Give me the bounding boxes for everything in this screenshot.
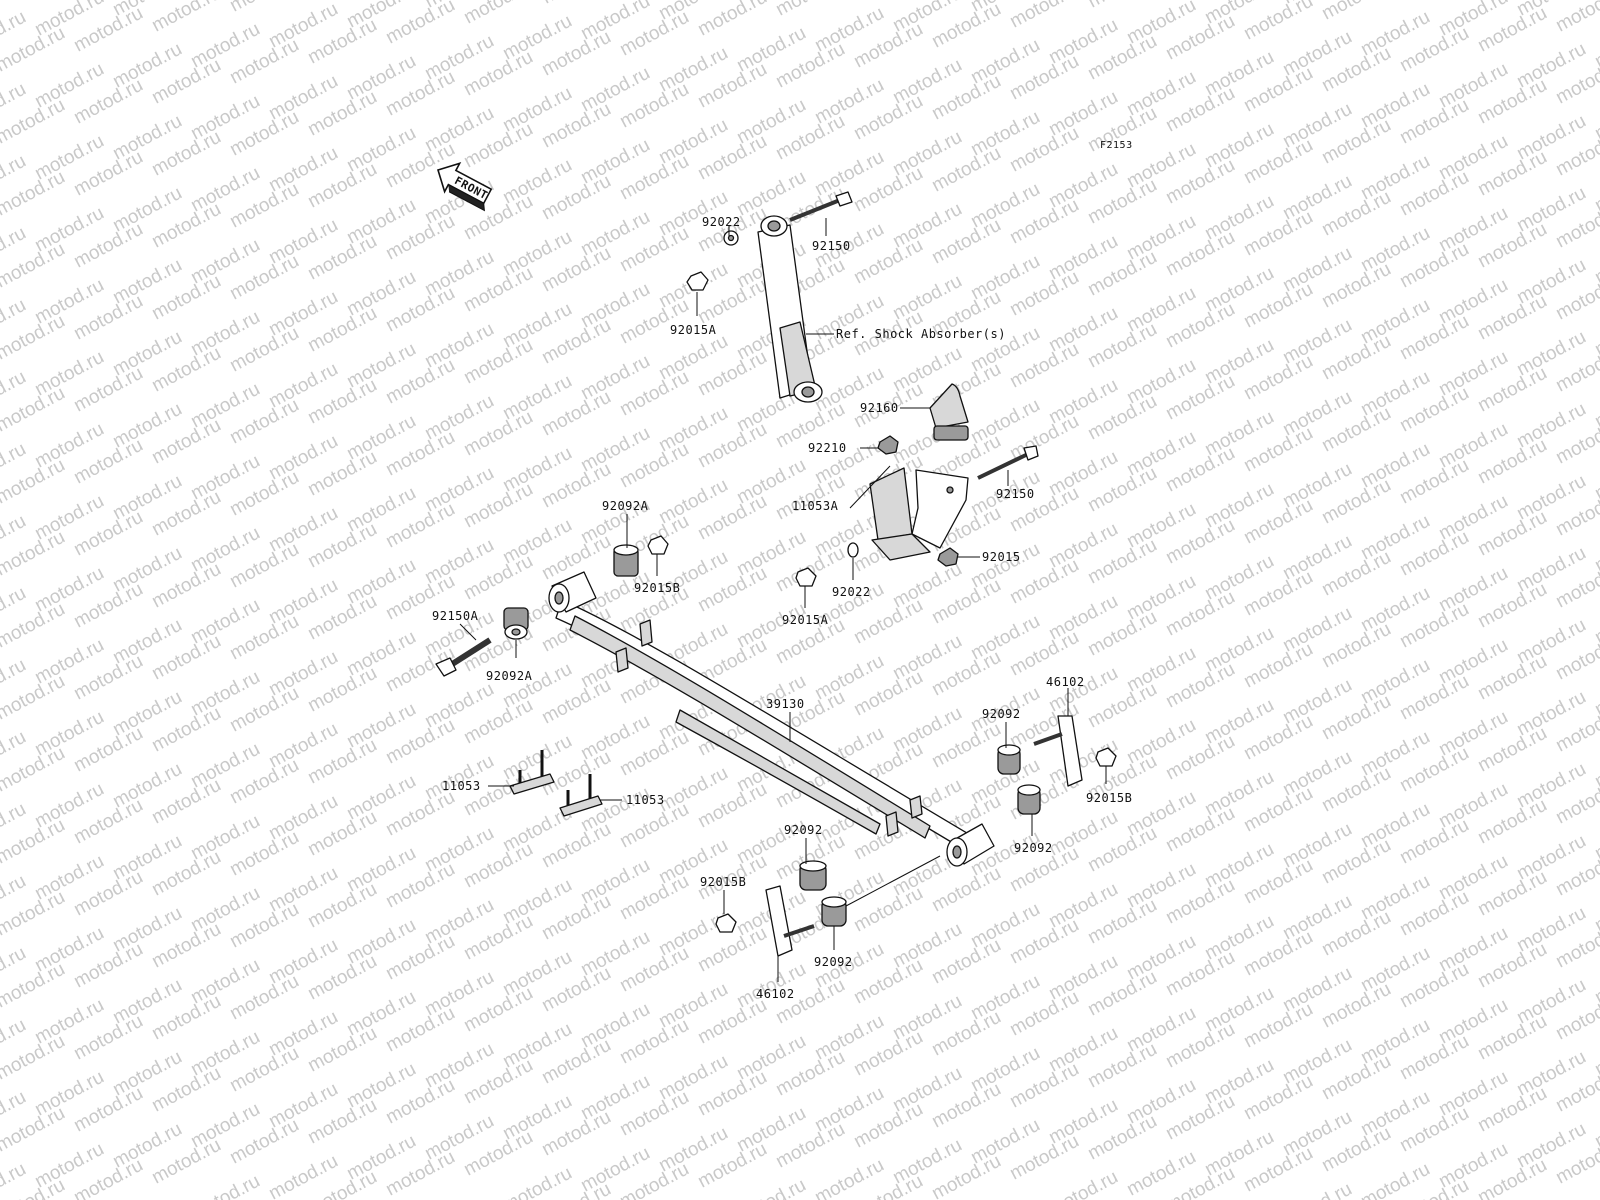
label-92150A: 92150A — [432, 609, 479, 623]
label-92210: 92210 — [808, 441, 847, 455]
label-92092-r1: 92092 — [982, 707, 1021, 721]
watermark-text: motod.ru — [187, 1171, 263, 1200]
label-11053-right: 11053 — [626, 793, 665, 807]
label-92150-mid: 92150 — [996, 487, 1035, 501]
watermark-text: motod.ru — [694, 0, 770, 40]
label-92015A-top: 92015A — [670, 323, 717, 337]
watermark-text: motod.ru — [0, 0, 69, 4]
watermark-text: motod.ru — [460, 0, 536, 28]
label-92092-b1: 92092 — [784, 823, 823, 837]
label-39130: 39130 — [766, 697, 805, 711]
bushing-92092-r1 — [997, 744, 1021, 775]
bushing-92092A-top — [613, 544, 639, 577]
label-92092A-bottom: 92092A — [486, 669, 533, 683]
bushing-92092-r2 — [1017, 784, 1041, 815]
label-46102-bottom: 46102 — [756, 987, 795, 1001]
label-92150-top: 92150 — [812, 239, 851, 253]
label-92015B-right: 92015B — [1086, 791, 1132, 805]
figure-code: F2153 — [1100, 140, 1133, 151]
bushing-92092-b2 — [821, 896, 847, 927]
label-92092-r2: 92092 — [1014, 841, 1053, 855]
bushing-92092A-bottom — [503, 607, 529, 640]
watermark-text: motod.ru — [1045, 1167, 1121, 1200]
label-92160: 92160 — [860, 401, 899, 415]
label-92015B-bottom: 92015B — [700, 875, 746, 889]
label-92092-b2: 92092 — [814, 955, 853, 969]
watermark-text: motod.ru — [733, 1175, 809, 1200]
washer-92022-mid — [847, 542, 859, 558]
reference-shock-absorber: Ref. Shock Absorber(s) — [836, 327, 1006, 341]
watermark-text: motod.ru — [1591, 1171, 1600, 1200]
watermark-text: motod.ru — [1084, 0, 1160, 12]
label-11053A: 11053A — [792, 499, 839, 513]
watermark-text: motod.ru — [499, 1163, 575, 1200]
label-92022-mid: 92022 — [832, 585, 871, 599]
label-46102-right: 46102 — [1046, 675, 1085, 689]
label-92015B-left: 92015B — [634, 581, 680, 595]
bushing-92092-b1 — [799, 860, 827, 891]
watermark-text: motod.ru — [1357, 1159, 1433, 1200]
label-11053-left: 11053 — [442, 779, 481, 793]
label-92015: 92015 — [982, 550, 1021, 564]
label-92022-top: 92022 — [702, 215, 741, 229]
label-92092A-top: 92092A — [602, 499, 649, 513]
watermark-text: motod.ru — [772, 0, 848, 20]
watermark-text: motod.ru — [1279, 1179, 1355, 1200]
watermark-text: motod.ru — [1552, 0, 1600, 36]
watermark-text: motod.ru — [226, 0, 302, 16]
watermark-text: motod.ru — [1318, 0, 1394, 24]
watermark-text: motod.ru — [1006, 0, 1082, 32]
watermark-text: motod.ru — [148, 0, 224, 36]
label-92015A-mid: 92015A — [782, 613, 829, 627]
watermark-text: motod.ru — [1396, 0, 1472, 4]
watermark-text: motod.ru — [538, 0, 614, 8]
